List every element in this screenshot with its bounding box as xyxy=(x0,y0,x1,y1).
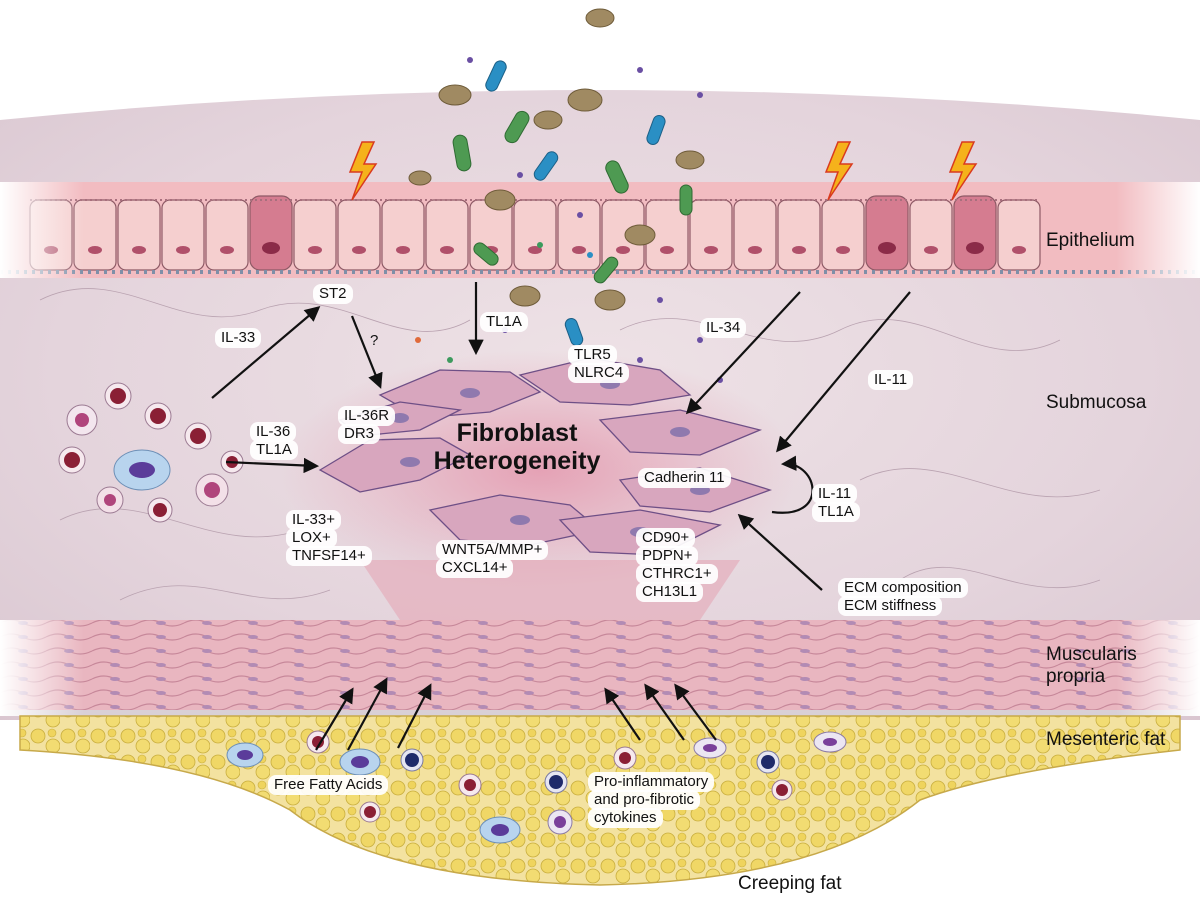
arrow-ecm xyxy=(737,513,823,591)
label-submucosa: Submucosa xyxy=(1046,392,1147,413)
arrow-fat-3 xyxy=(397,683,432,749)
title-heterogeneity: Heterogeneity xyxy=(433,447,601,475)
arrow-il11 xyxy=(776,291,911,453)
subset-right-4: CH13L1 xyxy=(636,582,704,602)
label-dr3: DR3 xyxy=(338,424,381,444)
label-loop-tl1a: TL1A xyxy=(812,502,860,522)
label-tl1a-top: TL1A xyxy=(480,312,528,332)
label-free-fatty-acids: Free Fatty Acids xyxy=(268,775,389,795)
arrow-fat-6 xyxy=(674,683,717,741)
label-il36r: IL-36R xyxy=(338,406,396,426)
signal-arrows xyxy=(211,282,911,751)
label-il34: IL-34 xyxy=(700,318,747,338)
subset-right-1: CD90+ xyxy=(636,528,696,548)
arrow-il34 xyxy=(685,291,801,415)
label-cytokines-line3: cytokines xyxy=(588,808,663,828)
label-epithelium: Epithelium xyxy=(1046,230,1135,251)
label-creeping-fat: Creeping fat xyxy=(738,873,842,894)
label-loop-il11: IL-11 xyxy=(812,484,858,504)
label-cytokines-line2: and pro-fibrotic xyxy=(588,790,701,810)
arrow-il36-tl1a-to-fibroblast xyxy=(225,457,320,474)
subset-left-1: IL-33+ xyxy=(286,510,341,530)
bacteria-icon xyxy=(408,8,723,383)
label-mesenteric-fat: Mesenteric fat xyxy=(1046,729,1166,750)
label-tlr5: TLR5 xyxy=(568,345,617,365)
arrow-fat-2 xyxy=(347,677,388,751)
immune-cell-cluster xyxy=(58,382,244,523)
subset-right-2: PDPN+ xyxy=(636,546,699,566)
label-il36: IL-36 xyxy=(250,422,297,442)
label-tl1a-left: TL1A xyxy=(250,440,298,460)
arrow-st2-to-il36r xyxy=(350,315,383,389)
label-nlrc4: NLRC4 xyxy=(568,363,630,383)
subset-right-3: CTHRC1+ xyxy=(636,564,718,584)
subset-left-2: LOX+ xyxy=(286,528,337,548)
label-question: ? xyxy=(370,332,379,349)
arrow-fat-4 xyxy=(604,687,641,741)
label-muscularis-line1: Muscularis xyxy=(1046,644,1137,665)
epithelium-layer xyxy=(0,182,1200,278)
subset-middle-1: WNT5A/MMP+ xyxy=(436,540,549,560)
arrow-il33-to-st2 xyxy=(211,306,321,399)
arrow-fat-5 xyxy=(644,683,685,741)
label-ecm-composition: ECM composition xyxy=(838,578,968,598)
lightning-bolt-icon xyxy=(348,141,978,201)
title-fibroblast: Fibroblast xyxy=(456,419,578,447)
label-muscularis-line2: propria xyxy=(1046,666,1106,687)
muscularis-layer xyxy=(0,620,1200,716)
subset-middle-2: CXCL14+ xyxy=(436,558,514,578)
subset-left-3: TNFSF14+ xyxy=(286,546,372,566)
label-il11-right: IL-11 xyxy=(868,370,914,390)
label-st2: ST2 xyxy=(313,284,353,304)
label-cytokines-line1: Pro-inflammatory xyxy=(588,772,715,792)
label-ecm-stiffness: ECM stiffness xyxy=(838,596,943,616)
label-cadherin11: Cadherin 11 xyxy=(638,468,731,488)
arrow-fat-1 xyxy=(315,687,354,751)
label-il33: IL-33 xyxy=(215,328,262,348)
